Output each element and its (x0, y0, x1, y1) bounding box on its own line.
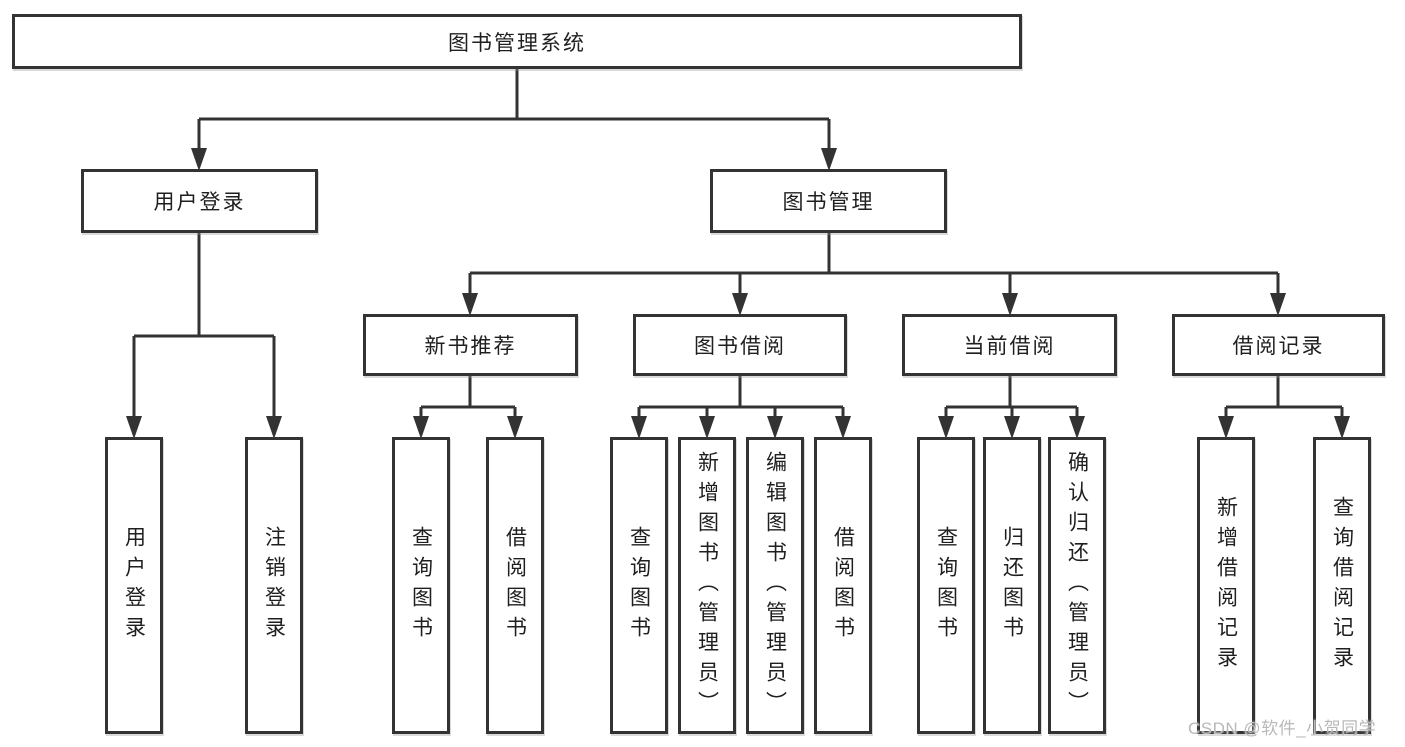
arrow-icon (1002, 293, 1018, 316)
leaf-edit-book-admin: 编辑图书（管理员） (746, 437, 804, 734)
leaf-return-books: 归还图书 (983, 437, 1041, 734)
leaf-label: 编辑图书（管理员） (763, 450, 787, 721)
node-label: 借阅记录 (1232, 335, 1325, 358)
leaf-label: 查询图书 (627, 525, 651, 646)
arrow-icon (732, 293, 748, 316)
arrowheads (126, 148, 1350, 439)
arrow-icon (938, 416, 954, 439)
leaf-add-borrow-record: 新增借阅记录 (1197, 437, 1255, 734)
arrow-icon (1218, 416, 1234, 439)
leaf-label: 查询借阅记录 (1330, 495, 1354, 676)
leaf-user-login: 用户登录 (105, 437, 163, 734)
node-label: 图书管理系统 (448, 31, 586, 55)
node-label: 新书推荐 (424, 335, 517, 358)
leaf-label: 新增借阅记录 (1214, 495, 1238, 676)
leaf-borrow-books-recommend: 借阅图书 (486, 437, 544, 734)
leaf-borrow-books-borrowing: 借阅图书 (814, 437, 872, 734)
leaf-query-borrow-record: 查询借阅记录 (1313, 437, 1371, 734)
watermark: CSDN @软件_小贺同学 (1188, 719, 1377, 738)
leaf-query-books-current: 查询图书 (917, 437, 975, 734)
node-label: 当前借阅 (963, 335, 1056, 358)
leaf-label: 用户登录 (122, 525, 146, 646)
leaf-label: 借阅图书 (831, 525, 855, 646)
leaf-label: 新增图书（管理员） (695, 450, 719, 721)
arrow-icon (767, 416, 783, 439)
node-user-login: 用户登录 (81, 169, 318, 233)
leaf-label: 归还图书 (1000, 525, 1024, 646)
node-book-borrowing: 图书借阅 (633, 314, 847, 376)
node-label: 图书借阅 (694, 335, 786, 358)
connector-root-to-level2 (197, 69, 831, 152)
arrow-icon (266, 416, 282, 439)
arrow-icon (413, 416, 429, 439)
arrow-icon (1069, 416, 1085, 439)
node-current-borrowing: 当前借阅 (902, 314, 1117, 376)
node-new-book-recommendation: 新书推荐 (363, 314, 578, 376)
arrow-icon (1004, 416, 1020, 439)
leaf-query-books-recommend: 查询图书 (392, 437, 450, 734)
connector-newbook-to-leaves (419, 376, 517, 420)
connector-userlogin-to-leaves (132, 233, 276, 420)
leaf-label: 借阅图书 (503, 525, 527, 646)
leaf-label: 注销登录 (262, 525, 286, 646)
arrow-icon (821, 148, 837, 171)
node-book-management: 图书管理 (710, 169, 947, 233)
leaf-confirm-return-admin: 确认归还（管理员） (1048, 437, 1106, 734)
leaf-label: 查询图书 (409, 525, 433, 646)
node-library-management-system: 图书管理系统 (12, 14, 1022, 69)
connector-current-to-leaves (944, 376, 1079, 420)
leaf-label: 查询图书 (934, 525, 958, 646)
arrow-icon (631, 416, 647, 439)
arrow-icon (507, 416, 523, 439)
arrow-icon (699, 416, 715, 439)
leaf-logout: 注销登录 (245, 437, 303, 734)
arrow-icon (835, 416, 851, 439)
connector-borrowing-to-leaves (637, 376, 845, 420)
arrow-icon (462, 293, 478, 316)
arrow-icon (191, 148, 207, 171)
leaf-query-books-borrowing: 查询图书 (610, 437, 668, 734)
node-label: 图书管理 (782, 191, 875, 214)
node-borrowing-records: 借阅记录 (1172, 314, 1385, 376)
arrow-icon (1270, 293, 1286, 316)
connector-records-to-leaves (1224, 376, 1344, 420)
node-label: 用户登录 (153, 191, 246, 214)
arrow-icon (1334, 416, 1350, 439)
arrow-icon (126, 416, 142, 439)
leaf-label: 确认归还（管理员） (1065, 450, 1089, 721)
connector-bookmgmt-to-level3 (468, 233, 1280, 297)
leaf-add-book-admin: 新增图书（管理员） (678, 437, 736, 734)
